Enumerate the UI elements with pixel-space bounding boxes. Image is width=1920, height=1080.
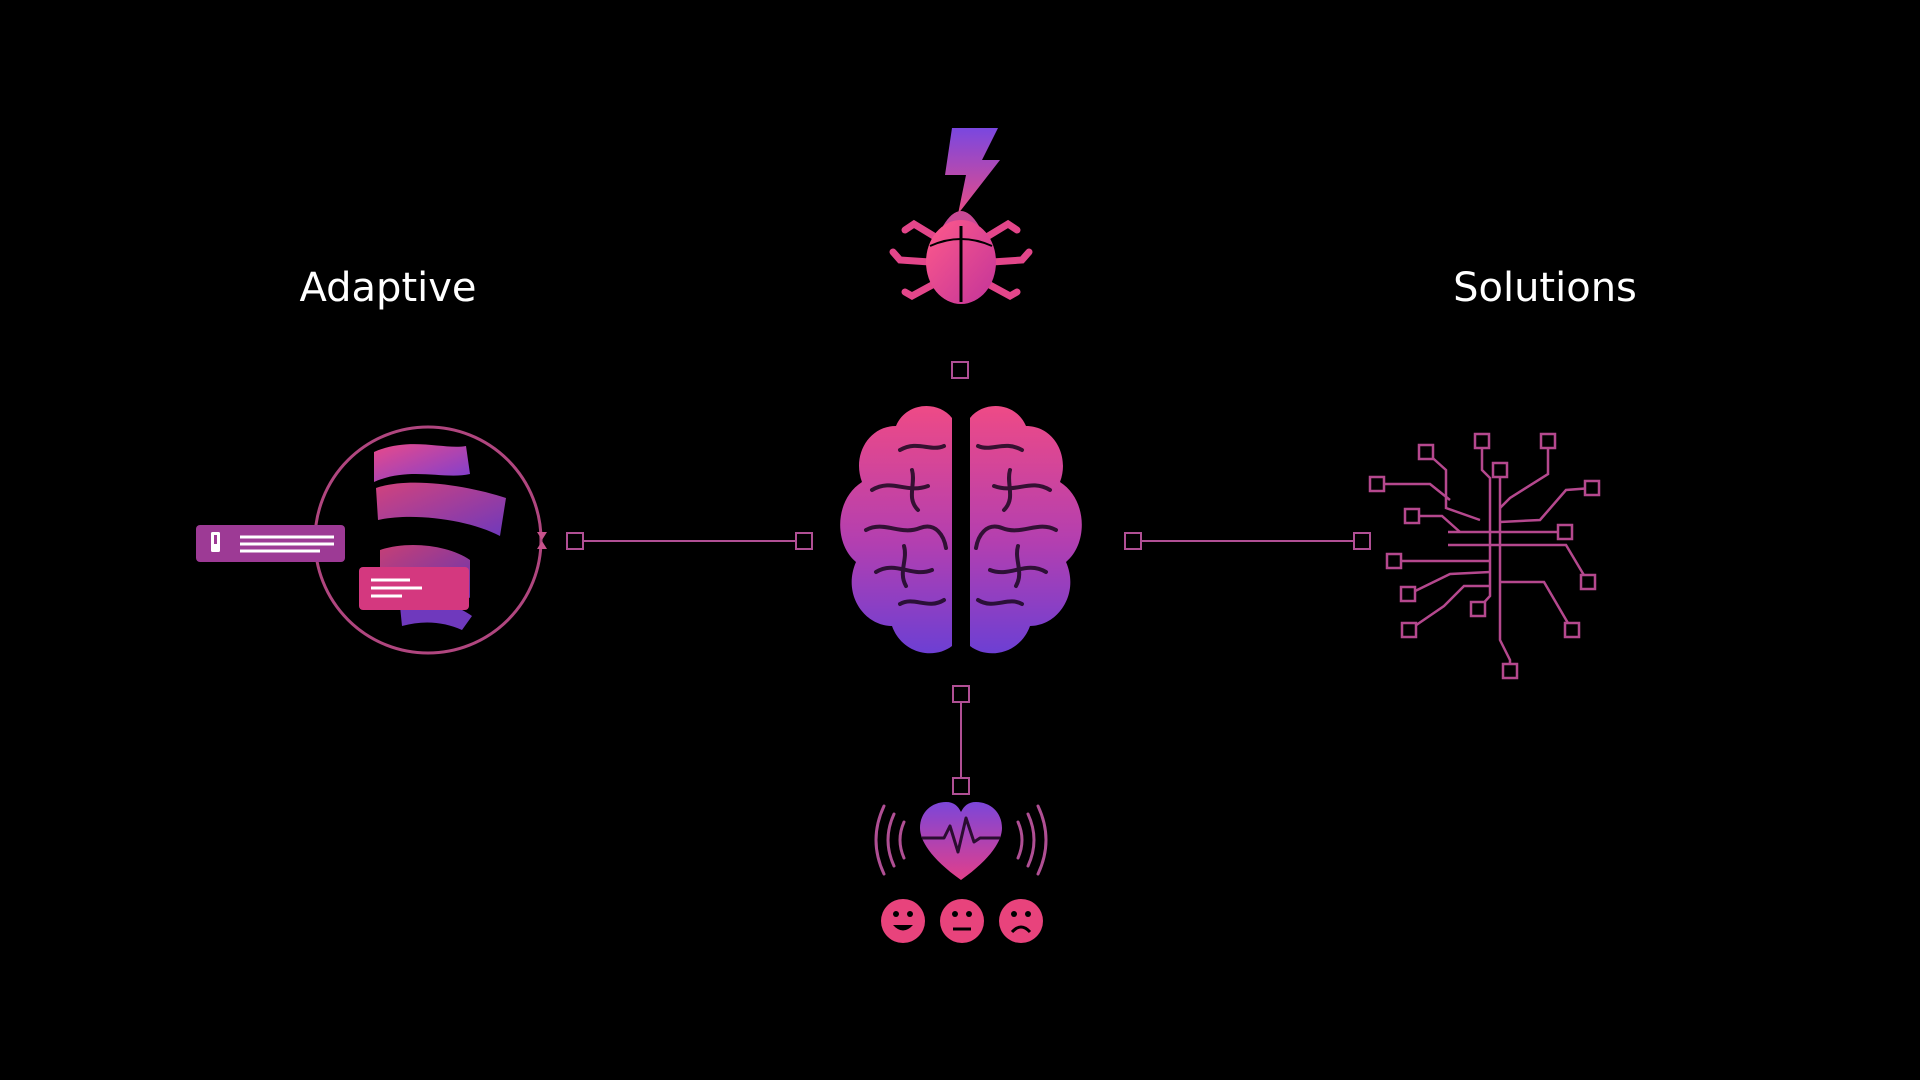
label-solutions: Solutions <box>1453 265 1637 311</box>
connector-right <box>1124 532 1371 550</box>
adaptive-flow-icon <box>196 425 547 655</box>
label-adaptive: Adaptive <box>299 265 477 311</box>
happy-face-icon <box>881 899 925 943</box>
connector-bottom <box>952 685 970 795</box>
sad-face-icon <box>999 899 1043 943</box>
connector-top <box>951 361 969 379</box>
heart-pulse-icon <box>874 802 1048 880</box>
circuit-icon <box>1368 432 1601 680</box>
lightning-bug-icon <box>889 128 1033 304</box>
connector-left <box>566 532 813 550</box>
brain-icon <box>840 406 1082 654</box>
neutral-face-icon <box>940 899 984 943</box>
